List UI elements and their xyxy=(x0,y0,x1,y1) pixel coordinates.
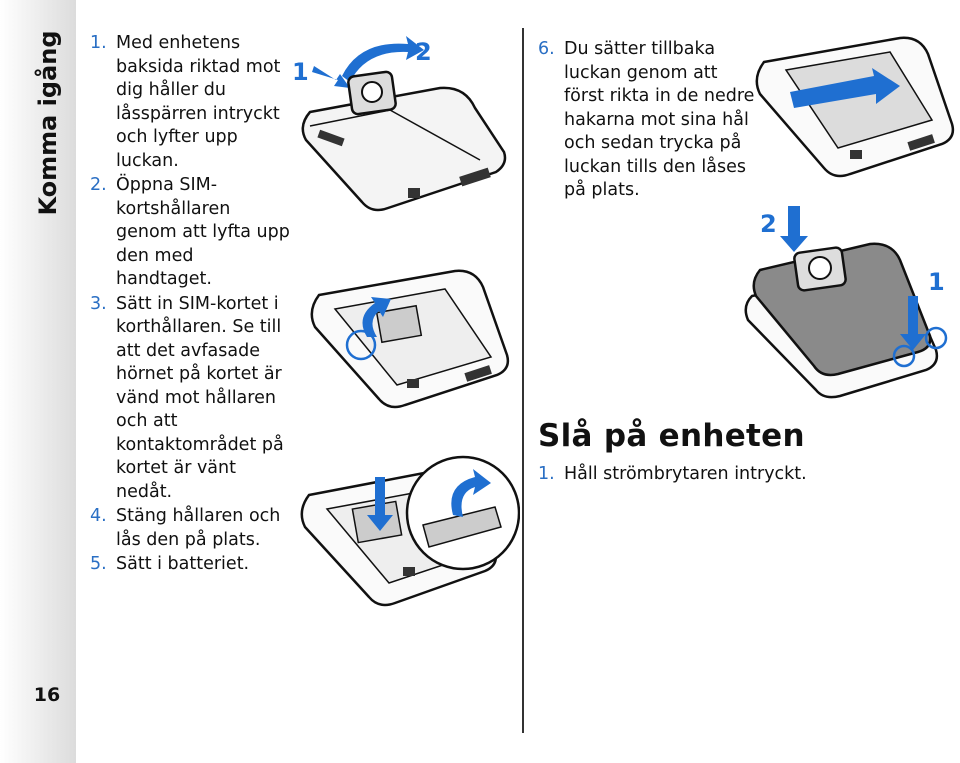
section-heading: Slå på enheten xyxy=(538,418,805,454)
step-4: 4. Stäng hållaren och lås den på plats. xyxy=(90,505,290,552)
step-3: 3. Sätt in SIM-kortet i korthållaren. Se … xyxy=(90,293,290,505)
illus-label-1: 1 xyxy=(292,58,309,86)
remove-cover-illustration: 1 2 xyxy=(290,30,520,225)
step-text: Stäng hållaren och lås den på plats. xyxy=(116,506,281,550)
highlight-circle xyxy=(345,329,377,361)
step-text: Med enhetens baksida riktad mot dig håll… xyxy=(116,33,281,171)
step-1: 1. Med enhetens baksida riktad mot dig hå… xyxy=(90,32,290,173)
page-number: 16 xyxy=(33,684,61,706)
step-text: Sätt i batteriet. xyxy=(116,554,250,574)
step-2: 2. Öppna SIM-kortshållaren genom att lyft… xyxy=(90,174,290,292)
insert-battery-illustration xyxy=(750,32,960,182)
down-arrow-icon xyxy=(900,296,926,350)
down-arrow-icon xyxy=(367,477,393,531)
battery xyxy=(784,51,934,149)
replace-cover-illustration: 2 1 xyxy=(740,200,955,400)
right-step-list: 6. Du sätter tillbaka luckan genom att fö… xyxy=(538,38,758,203)
illus-label-2: 2 xyxy=(415,38,432,66)
down-arrow-icon xyxy=(780,206,808,252)
step-number: 4. xyxy=(90,506,107,526)
zoom-detail xyxy=(405,455,520,571)
section-tab: Komma igång xyxy=(28,28,68,218)
illus-label-2: 2 xyxy=(760,210,777,238)
step-text: Sätt in SIM-kortet i korthållaren. Se ti… xyxy=(116,293,284,502)
sim-holder xyxy=(375,304,423,344)
step-text: Håll strömbrytaren intryckt. xyxy=(564,464,807,484)
step-number: 2. xyxy=(90,175,107,195)
curved-arrow-icon xyxy=(451,469,491,517)
step-number: 3. xyxy=(90,293,107,314)
power-on-step-list: 1. Håll strömbrytaren intryckt. xyxy=(538,463,838,487)
section-title: Komma igång xyxy=(34,30,62,216)
left-step-list: 1. Med enhetens baksida riktad mot dig hå… xyxy=(90,32,290,578)
close-sim-holder-illustration xyxy=(295,455,520,615)
sidebar: Komma igång 16 xyxy=(0,0,76,763)
step-number: 5. xyxy=(90,554,107,574)
step-number: 1. xyxy=(90,33,107,53)
insert-sim-illustration xyxy=(305,265,515,415)
power-step-1: 1. Håll strömbrytaren intryckt. xyxy=(538,463,838,487)
step-6: 6. Du sätter tillbaka luckan genom att fö… xyxy=(538,38,758,203)
illus-label-1: 1 xyxy=(928,268,945,296)
step-text: Öppna SIM-kortshållaren genom att lyfta … xyxy=(116,175,290,289)
arrow-icon xyxy=(790,68,900,108)
arrow-icon xyxy=(312,66,350,88)
step-number: 6. xyxy=(538,39,555,59)
hole-highlight xyxy=(892,344,916,368)
step-number: 1. xyxy=(538,464,555,484)
curved-arrow-icon xyxy=(342,36,424,82)
step-5: 5. Sätt i batteriet. xyxy=(90,553,290,577)
column-divider xyxy=(522,28,524,733)
curved-arrow-icon xyxy=(362,297,391,337)
step-text: Du sätter tillbaka luckan genom att förs… xyxy=(564,39,755,200)
hole-highlight xyxy=(924,326,948,350)
